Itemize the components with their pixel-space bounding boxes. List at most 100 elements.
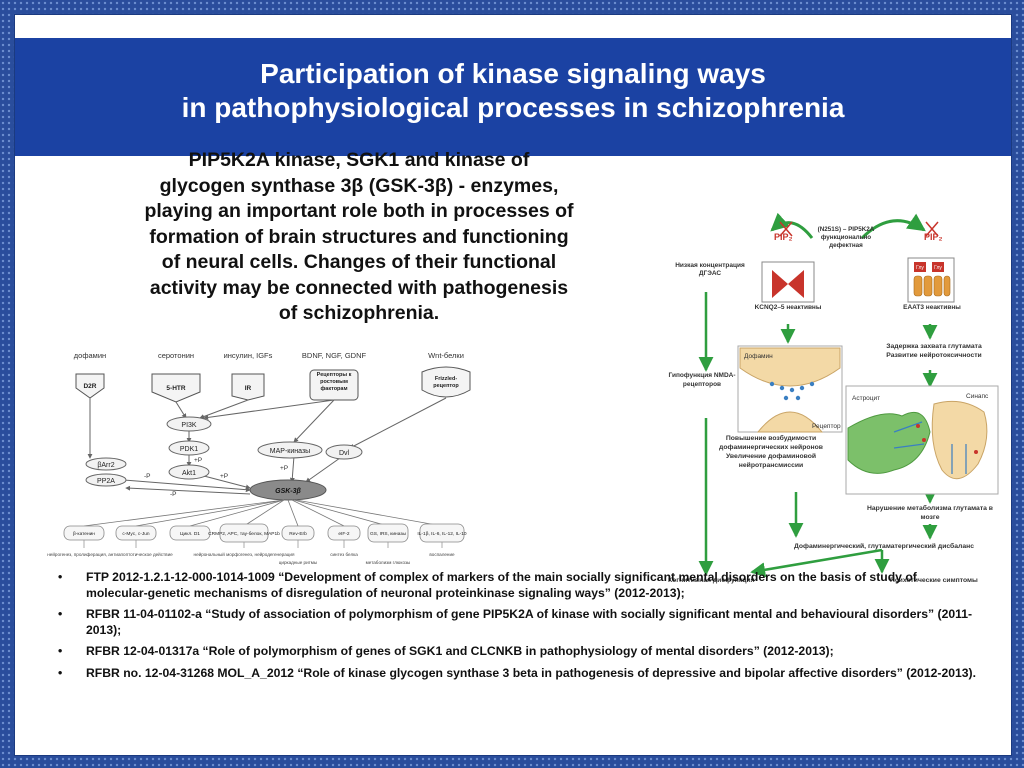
target-label: eIF-2: [338, 531, 350, 537]
intro-text: PIP5K2A kinase, SGK1 and kinase of glyco…: [74, 148, 644, 327]
glutamate-metabolism-label: Нарушение метаболизма глутамата в мозге: [866, 505, 993, 521]
akt1-node: [168, 464, 210, 480]
dephospho-sign: -P: [144, 473, 151, 480]
postsynaptic-terminal: [756, 411, 824, 433]
target-label: IL-1β, IL-6, IL-12, IL-10: [417, 531, 466, 537]
pp2a-label: PP2A: [97, 478, 115, 485]
presynaptic-terminal: [739, 347, 841, 387]
outcome-label: нейрогенез, пролиферация, антиапоптотиче…: [47, 551, 173, 557]
eaat3-label: EAAT3 неактивны: [903, 304, 961, 311]
eaat3-transporter-icon: [913, 275, 951, 297]
barr2-node: [85, 457, 127, 471]
title-band: Participation of kinase signaling ways i…: [15, 35, 1011, 156]
dvl-node: [325, 444, 363, 460]
outcome-label: метаболизм глюкозы: [366, 560, 411, 565]
reference-item: • RFBR 12-04-01317а “Role of polymorphism…: [58, 644, 978, 660]
reference-item: • FTP 2012-1.2.1-12-000-1014-1009 “Develo…: [58, 570, 978, 601]
ir-receptor: [231, 373, 265, 401]
mutation-label: (N251S) – PIP5K2A функционально дефектна…: [817, 226, 875, 249]
input-label: BDNF, NGF, GDNF: [302, 351, 367, 360]
bullet: •: [58, 644, 63, 658]
glu-label: Глу: [916, 265, 924, 271]
pp2a-node: [85, 473, 127, 487]
outcome-label: синтез белка: [330, 552, 358, 557]
receptor-label: D2R: [83, 383, 96, 390]
target-label: Цикл. D1: [180, 531, 200, 537]
bullet: •: [58, 665, 63, 680]
dopamine-effects: Повышение возбудимости дофаминергических…: [696, 434, 846, 470]
neuron-terminal: [931, 400, 988, 480]
glu-tag: [914, 262, 926, 272]
phospho-sign: +P: [220, 473, 228, 480]
5htr-receptor: [151, 373, 201, 403]
target-label: c-Myc, c-Jun: [122, 531, 150, 537]
kcnq-channel-box: [761, 261, 815, 303]
mapk-label: MAP-киназы: [270, 448, 310, 455]
imbalance-label: Дофаминергический, глутаматергический ди…: [794, 542, 974, 550]
outcome-label: воспаление: [429, 552, 455, 557]
cognitive-label: Когнитивная дисфункция: [668, 577, 755, 584]
receptor-label: Рецептор: [812, 423, 841, 430]
reference-text: FTP 2012-1.2.1-12-000-1014-1009 “Develop…: [86, 570, 917, 600]
reference-text: RFBR no. 12-04-31268 MOL_A_2012 “Role of…: [86, 665, 976, 680]
intro-line: of schizophrenia.: [278, 302, 440, 324]
pi3k-node: [166, 416, 212, 432]
gsk3b-label: GSK-3β: [275, 488, 301, 495]
reference-text: RFBR 11-04-01102-а “Study of association…: [86, 607, 973, 637]
excitability-label: Повышение возбудимости дофаминергических…: [719, 435, 823, 451]
ion-dots: [916, 424, 978, 454]
grant-references: • FTP 2012-1.2.1-12-000-1014-1009 “Develo…: [58, 570, 978, 687]
input-label: Wnt-белки: [428, 351, 464, 360]
glu-label: Глу: [934, 265, 942, 271]
reference-item: • RFBR no. 12-04-31268 MOL_A_2012 “Role o…: [58, 666, 978, 682]
reference-text: RFBR 12-04-01317а “Role of polymorphism …: [86, 644, 834, 658]
blocked-cross-icon: [779, 221, 939, 237]
intro-line: activity may be connected with pathogene…: [149, 276, 569, 299]
barr2-label: βArr2: [97, 462, 114, 469]
intro-line: glycogen synthase 3β (GSK-3β) - enzymes,: [159, 174, 559, 197]
reference-item: • RFBR 11-04-01102-а “Study of associatio…: [58, 607, 978, 638]
phospho-sign: +P: [280, 465, 288, 472]
target-label: CRMP2, APC, тау-белок, MAP1b: [208, 531, 280, 537]
glu-tag: [932, 262, 944, 272]
frizzled-receptor: [421, 366, 471, 398]
input-label: инсулин, IGFs: [224, 351, 273, 360]
receptor-label: Рецепторы к ростовым факторам: [316, 372, 352, 392]
intro-line: formation of brain structures and functi…: [149, 225, 569, 248]
low-concentration-label: Низкая концентрация ДГЭАС: [675, 262, 745, 277]
input-label: серотонин: [158, 351, 194, 360]
psychotic-label: Психотические симптомы: [890, 577, 978, 584]
phospho-sign: +P: [194, 457, 202, 464]
outcome-label: циркадные ритмы: [279, 560, 317, 565]
target-label: GS, IRS, киназы: [370, 531, 406, 537]
pip2-right: PIP₂: [924, 232, 943, 242]
bullet: •: [58, 570, 63, 584]
astrocyte-label: Астроцит: [852, 395, 880, 402]
slide: Participation of kinase signaling ways i…: [14, 14, 1012, 756]
input-label: дофамин: [74, 351, 106, 360]
dopamine-label: Дофамин: [744, 353, 773, 360]
glutamate-delay-label: Задержка захвата глутамата Развитие нейр…: [886, 343, 982, 359]
kcnq-channel-icon: [772, 270, 804, 298]
receptor-label: Frizzled-рецептор: [433, 376, 459, 389]
kcnq-label: KCNQ2–5 неактивны: [754, 304, 822, 311]
astrocyte-shape: [847, 412, 931, 474]
target-label: β-катенин: [73, 531, 95, 537]
title-line-1: Participation of kinase signaling ways: [260, 58, 766, 89]
receptor-label: 5-HTR: [166, 385, 185, 392]
dopamine-transmission-label: Увеличение дофаминовой нейротрансмиссии: [725, 453, 817, 469]
bullet: •: [58, 607, 63, 621]
synapse-label: Синапс: [966, 393, 989, 400]
title-line-2: in pathophysiological processes in schiz…: [181, 92, 845, 123]
outcome-label: нейрональный морфогенез, нейродегенераци…: [194, 551, 295, 557]
dephospho-sign: -P: [170, 491, 177, 498]
target-label: Rev-Erb: [289, 531, 307, 537]
pip5k2a-pathway-diagram: PIP₂ PIP₂ (N251S) – PIP5K2A функциональн…: [668, 212, 999, 584]
intro-line: PIP5K2A kinase, SGK1 and kinase of: [188, 149, 530, 171]
akt1-label: Akt1: [182, 470, 196, 477]
target-node: [169, 525, 211, 541]
pi3k-label: PI3K: [181, 422, 197, 429]
intro-line: playing an important role both in proces…: [144, 200, 574, 222]
d2r-receptor: [75, 373, 105, 399]
nmda-hypofunction-label: Гипофункция NMDA-рецепторов: [668, 372, 736, 388]
